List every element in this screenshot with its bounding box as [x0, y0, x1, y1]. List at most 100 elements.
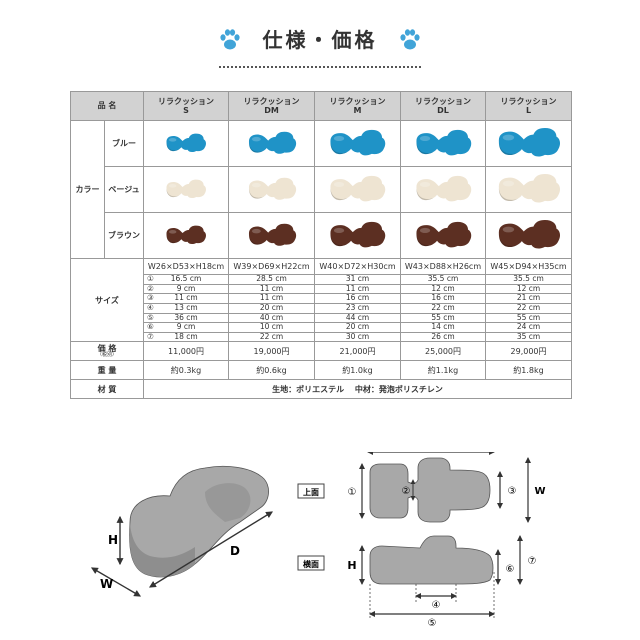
- price-value: 11,000円: [143, 341, 230, 362]
- size-total: W45×D94×H35cm: [485, 258, 573, 275]
- cushion-photo-beige: [498, 174, 560, 203]
- size-total: W26×D53×H18cm: [143, 258, 230, 275]
- color-swatch-cell: [314, 120, 402, 167]
- size-value: 26 cm: [400, 331, 487, 343]
- paw-icon: [399, 29, 420, 50]
- size-value-text: 22 cm: [431, 302, 455, 312]
- size-value-text: 12 cm: [431, 283, 455, 293]
- size-value-text: 22 cm: [259, 331, 284, 341]
- d-label: D: [230, 544, 240, 558]
- d-dimension-line: [149, 511, 273, 588]
- size-value-text: 9 cm: [176, 322, 196, 332]
- size-mark: ③: [147, 293, 154, 303]
- material-label: 材 質: [69, 379, 145, 400]
- color-swatch-cell: [314, 166, 402, 213]
- size-value-text: 16 cm: [345, 293, 370, 303]
- product-line2: L: [525, 106, 532, 115]
- cushion-photo-blue: [248, 131, 296, 154]
- product-line2: S: [183, 106, 189, 115]
- cushion-photo-blue: [416, 129, 472, 156]
- color-swatch-cell: [228, 166, 316, 213]
- size-value: 30 cm: [314, 331, 402, 343]
- product-line1: リラクッション: [500, 96, 557, 106]
- top-view-label: 上面: [303, 487, 319, 497]
- color-name: ブルー: [103, 120, 145, 167]
- side-view-label: 横面: [303, 559, 319, 569]
- size-value-text: 55 cm: [431, 312, 455, 322]
- mark-3-label: ③: [508, 486, 517, 497]
- size-value-text: 35 cm: [516, 331, 541, 341]
- cushion-3d-illustration: [129, 465, 269, 578]
- price-value: 29,000円: [485, 341, 573, 362]
- color-swatch-cell: [228, 212, 316, 259]
- w-dimension-line: [90, 567, 142, 597]
- cushion-photo-brown: [498, 220, 560, 249]
- size-value-text: 20 cm: [345, 322, 370, 332]
- mark-5-label: ⑤: [428, 618, 437, 629]
- color-name: ベージュ: [103, 166, 145, 213]
- price-label-text: 価 格: [97, 343, 117, 353]
- mark-7-label: ⑦: [528, 556, 537, 567]
- size-value-text: 55 cm: [516, 312, 541, 322]
- product-line2: M: [353, 106, 362, 115]
- weight-value: 約1.8kg: [485, 360, 573, 381]
- size-value-text: 22 cm: [516, 302, 541, 312]
- size-value-text: 14 cm: [431, 322, 455, 332]
- paw-icon: [220, 29, 241, 50]
- color-swatch-cell: [400, 166, 487, 213]
- size-value-text: 9 cm: [176, 283, 196, 293]
- size-value-text: 23 cm: [345, 302, 370, 312]
- product-line2: DM: [264, 106, 279, 115]
- product-line1: リラクッション: [329, 96, 386, 106]
- cushion-photo-beige: [416, 175, 472, 202]
- weight-value: 約1.1kg: [400, 360, 487, 381]
- size-label: サイズ: [69, 257, 145, 343]
- size-value-text: 28.5 cm: [256, 274, 287, 283]
- size-value-text: 16.5 cm: [170, 274, 202, 283]
- mark-4-label: ④: [432, 600, 441, 611]
- weight-value: 約0.3kg: [143, 360, 230, 381]
- price-value: 19,000円: [228, 341, 316, 362]
- top-w-label: W: [534, 486, 545, 497]
- color-swatch-cell: [400, 120, 487, 167]
- color-swatch-cell: [485, 120, 573, 167]
- size-value-text: 35.5 cm: [427, 274, 459, 283]
- size-mark: ⑥: [147, 322, 154, 332]
- product-line1: リラクッション: [243, 96, 300, 106]
- weight-label: 重 量: [69, 360, 145, 381]
- price-label: 価 格（税別）: [69, 341, 145, 362]
- size-value-text: 12 cm: [516, 283, 541, 293]
- price-value: 21,000円: [314, 341, 402, 362]
- size-value-text: 24 cm: [516, 322, 541, 332]
- price-note: （税別）: [97, 352, 118, 359]
- color-swatch-cell: [485, 212, 573, 259]
- color-swatch-cell: [143, 166, 230, 213]
- size-total: W43×D88×H26cm: [400, 258, 487, 275]
- size-value-text: 11 cm: [259, 283, 284, 293]
- top-view: 上面: [297, 457, 491, 523]
- size-value-text: 35.5 cm: [513, 274, 544, 283]
- color-swatch-cell: [485, 166, 573, 213]
- h-label: H: [108, 533, 118, 547]
- mark-6-label: ⑥: [506, 564, 515, 575]
- size-value: 35 cm: [485, 331, 573, 343]
- side-h-label: H: [347, 559, 356, 572]
- color-swatch-cell: [314, 212, 402, 259]
- size-value-text: 44 cm: [345, 312, 370, 322]
- cushion-photo-blue: [498, 128, 560, 157]
- color-swatch-cell: [143, 212, 230, 259]
- top-d-label: D: [426, 452, 434, 453]
- size-value-text: 11 cm: [259, 293, 284, 303]
- size-mark: ②: [147, 283, 154, 293]
- product-line1: リラクッション: [158, 96, 215, 106]
- dimension-diagram: H D W 上面 D ① ② ③ W 横面 H ⑥ ⑦ ④ ⑤: [90, 452, 546, 629]
- size-value-text: 26 cm: [431, 331, 455, 341]
- mark-2-label: ②: [402, 486, 411, 497]
- size-value-text: 40 cm: [259, 312, 284, 322]
- weight-value: 約0.6kg: [228, 360, 316, 381]
